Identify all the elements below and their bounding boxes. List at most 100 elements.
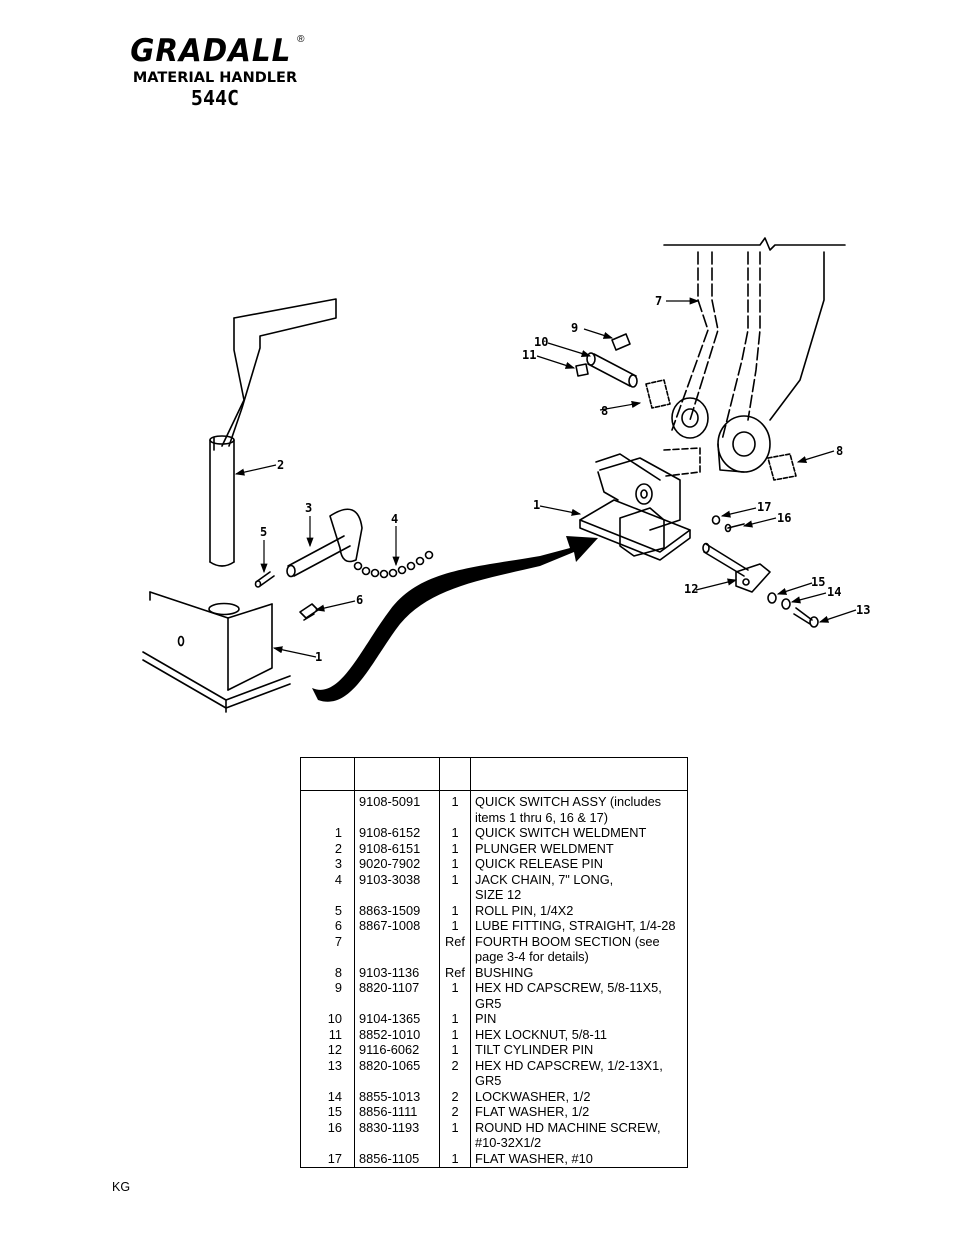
description-line: items 1 thru 6, 16 & 17)	[475, 809, 609, 825]
leader-lines	[234, 297, 857, 658]
item-number: 5	[300, 902, 355, 918]
description: HEX HD CAPSCREW, 1/2-13X1,GR5	[470, 1057, 688, 1089]
quantity: Ref	[439, 933, 471, 965]
description-line: FOURTH BOOM SECTION (see	[475, 933, 660, 949]
description: HEX HD CAPSCREW, 5/8-11X5,GR5	[470, 980, 688, 1011]
item-number	[300, 790, 355, 825]
item-number: 17	[300, 1150, 355, 1168]
item-number: 16	[300, 1119, 355, 1151]
item-number: 7	[300, 933, 355, 965]
quantity: 1	[439, 1150, 471, 1168]
description: HEX LOCKNUT, 5/8-11	[470, 1026, 688, 1042]
part-number: 8863-1509	[354, 902, 440, 918]
description: QUICK SWITCH WELDMENT	[470, 825, 688, 841]
callout-1-left: 1	[315, 650, 322, 664]
item-number: 14	[300, 1088, 355, 1104]
description: JACK CHAIN, 7" LONG,SIZE 12	[470, 871, 688, 903]
part-number: 9020-7902	[354, 856, 440, 872]
description: ROLL PIN, 1/4X2	[470, 902, 688, 918]
item-number: 9	[300, 980, 355, 1011]
quantity: 1	[439, 1042, 471, 1058]
item-number: 3	[300, 856, 355, 872]
item-number: 11	[300, 1026, 355, 1042]
callout-5: 5	[260, 525, 267, 539]
quick-switch-block-left	[142, 591, 291, 713]
quantity: 1	[439, 871, 471, 903]
description-line: QUICK SWITCH ASSY (includes	[475, 794, 662, 809]
quantity: 1	[439, 980, 471, 1011]
column-header-description	[470, 757, 688, 791]
quantity: 1	[439, 840, 471, 856]
quick-release-pin	[286, 508, 363, 578]
brand-name: GRADALL	[129, 33, 291, 69]
description-line: PIN	[475, 1011, 497, 1026]
table-header-row	[300, 757, 688, 791]
part-number	[354, 933, 440, 965]
assembly-arrow	[312, 536, 598, 702]
quantity: 2	[439, 1057, 471, 1089]
callout-7: 7	[655, 294, 662, 308]
part-number: 9108-6152	[354, 825, 440, 841]
plunger-weldment	[209, 298, 337, 567]
description: FLAT WASHER, #10	[470, 1150, 688, 1168]
item-number: 13	[300, 1057, 355, 1089]
roll-pin	[254, 571, 275, 588]
product-subtitle: MATERIAL HANDLER	[132, 70, 298, 86]
callout-14: 14	[827, 585, 841, 599]
quantity: 1	[439, 918, 471, 934]
item-number: 10	[300, 1011, 355, 1027]
footer-code: KG	[112, 1180, 131, 1194]
callout-8-upper: 8	[601, 404, 608, 418]
part-number: 8856-1105	[354, 1150, 440, 1168]
part-number: 8867-1008	[354, 918, 440, 934]
callout-3: 3	[305, 501, 312, 515]
description-line: QUICK RELEASE PIN	[475, 856, 604, 871]
quantity: 1	[439, 902, 471, 918]
machine-screw-and-washer	[711, 515, 745, 533]
callout-16: 16	[777, 511, 791, 525]
column-header-part-number	[354, 757, 440, 791]
callout-10: 10	[534, 335, 548, 349]
description-line: JACK CHAIN, 7" LONG,	[475, 871, 614, 887]
part-number: 9103-1136	[354, 964, 440, 980]
description: QUICK RELEASE PIN	[470, 856, 688, 872]
part-number: 8830-1193	[354, 1119, 440, 1151]
callout-9: 9	[571, 321, 578, 335]
description-line: page 3-4 for details)	[475, 949, 589, 964]
description-line: ROLL PIN, 1/4X2	[475, 902, 574, 918]
quantity: 1	[439, 790, 471, 825]
item-number: 4	[300, 871, 355, 903]
exploded-parts-diagram: 1 2 3 4 5 6 7 8 8 9 10 11 1 12 13 14 15 …	[142, 237, 870, 713]
part-number: 9103-3038	[354, 871, 440, 903]
item-number: 6	[300, 918, 355, 934]
part-number: 8820-1107	[354, 980, 440, 1011]
description: FLAT WASHER, 1/2	[470, 1104, 688, 1120]
jack-chain	[353, 550, 434, 579]
description-line: LOCKWASHER, 1/2	[475, 1088, 591, 1104]
pivot-pin-hardware	[575, 333, 638, 388]
item-number: 12	[300, 1042, 355, 1058]
callout-15: 15	[811, 575, 825, 589]
callout-13: 13	[856, 603, 870, 617]
description-line: GR5	[475, 1073, 502, 1088]
column-header-item	[300, 757, 355, 791]
description-line: FLAT WASHER, #10	[475, 1150, 593, 1166]
